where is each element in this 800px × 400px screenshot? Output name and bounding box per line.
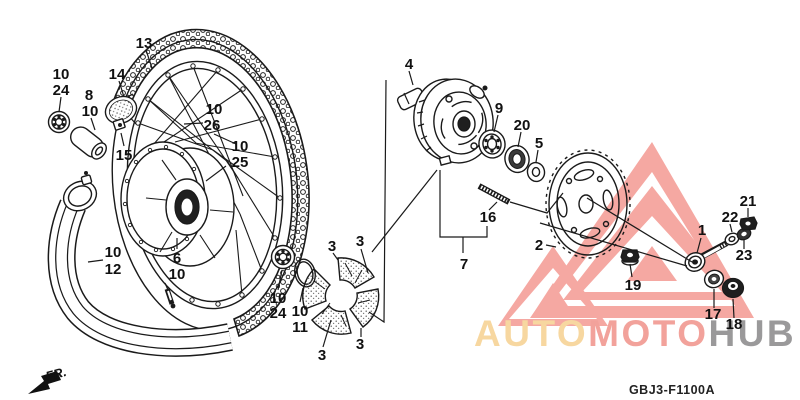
spokes [137, 65, 281, 296]
part-label-12: 12 [105, 261, 122, 278]
sprocket [545, 149, 631, 259]
part-label-22: 22 [722, 209, 739, 226]
part-label-9: 9 [495, 100, 503, 117]
washer-22 [724, 232, 740, 246]
brand-part-auto: AUTO [474, 313, 588, 354]
spoke-nipples [135, 63, 283, 307]
washer-5 [526, 161, 546, 183]
part-label-26: 26 [204, 117, 221, 134]
part-label-13: 13 [136, 35, 153, 52]
tire-tread [111, 28, 310, 338]
part-label-6: 6 [173, 250, 181, 267]
part-label-3: 3 [356, 233, 364, 250]
part-label-18: 18 [726, 316, 743, 333]
part-label-1: 1 [698, 222, 706, 239]
part-label-3: 3 [356, 336, 364, 353]
axle-nut-19 [620, 249, 640, 266]
part-label-3: 3 [328, 238, 336, 255]
left-bearing [47, 110, 71, 134]
fr-label: FR. [44, 364, 68, 384]
part-label-14: 14 [109, 66, 126, 83]
part-label-16: 16 [480, 209, 497, 226]
part-label-10: 10 [232, 138, 249, 155]
nut-21 [739, 216, 758, 231]
part-label-10: 10 [292, 303, 309, 320]
rim-valve-stem [164, 282, 176, 309]
part-label-17: 17 [705, 306, 722, 323]
watermark-triangle-large-core [627, 246, 677, 281]
watermark-triangle-small [498, 246, 608, 326]
part-label-25: 25 [232, 154, 249, 171]
part-label-20: 20 [514, 117, 531, 134]
adjuster-cap-18 [721, 277, 745, 299]
washer-23 [736, 227, 752, 241]
part-label-5: 5 [535, 135, 543, 152]
brand-part-moto: MOTO [588, 313, 708, 354]
axle-spacer [69, 126, 107, 160]
stud-bolt-16 [477, 183, 511, 205]
part-label-7: 7 [460, 256, 468, 273]
part-label-4: 4 [405, 56, 414, 73]
part-label-10: 10 [169, 266, 186, 283]
hub-bearing-9 [478, 129, 506, 159]
tube-open-end [62, 180, 98, 212]
fr-arrow-icon [28, 371, 61, 394]
part-label-3: 3 [318, 347, 326, 364]
adjuster-block-17 [703, 269, 725, 289]
brand-part-hub: HUB [708, 313, 796, 354]
part-label-8: 8 [85, 87, 93, 104]
right-bearing [270, 244, 296, 270]
brake-panel [413, 78, 494, 167]
tire-section-end [104, 93, 138, 131]
part-label-10: 10 [53, 66, 70, 83]
part-label-21: 21 [740, 193, 757, 210]
diagram-code: GBJ3-F1100A [629, 383, 715, 397]
brake-panel-tab [438, 154, 452, 167]
part-label-11: 11 [292, 319, 308, 336]
watermark-logo: AUTOMOTOHUB [474, 142, 796, 354]
part-label-10: 10 [206, 101, 223, 118]
leader-lines [58, 49, 749, 348]
dust-seal-20 [504, 144, 530, 174]
front-direction-marker: FR. [28, 364, 68, 394]
hub-cast-arms [145, 159, 234, 259]
inner-tube [47, 171, 233, 357]
watermark-triangle-small-core [531, 283, 575, 317]
part-label-10: 10 [82, 103, 99, 120]
rear-axle [684, 238, 734, 272]
part-label-24: 24 [270, 305, 287, 322]
part-label-24: 24 [53, 82, 70, 99]
wheel-hub [120, 141, 235, 267]
part-label-10: 10 [105, 244, 122, 261]
wheel-assembly [111, 28, 310, 338]
part-label-15: 15 [116, 147, 133, 164]
damper-rubber-set [302, 257, 380, 335]
part-label-19: 19 [625, 277, 642, 294]
part-label-10: 10 [270, 290, 287, 307]
part-label-23: 23 [736, 247, 753, 264]
part-label-2: 2 [535, 237, 543, 254]
tube-valve [80, 174, 93, 186]
watermark-brand-text: AUTOMOTOHUB [474, 313, 796, 354]
